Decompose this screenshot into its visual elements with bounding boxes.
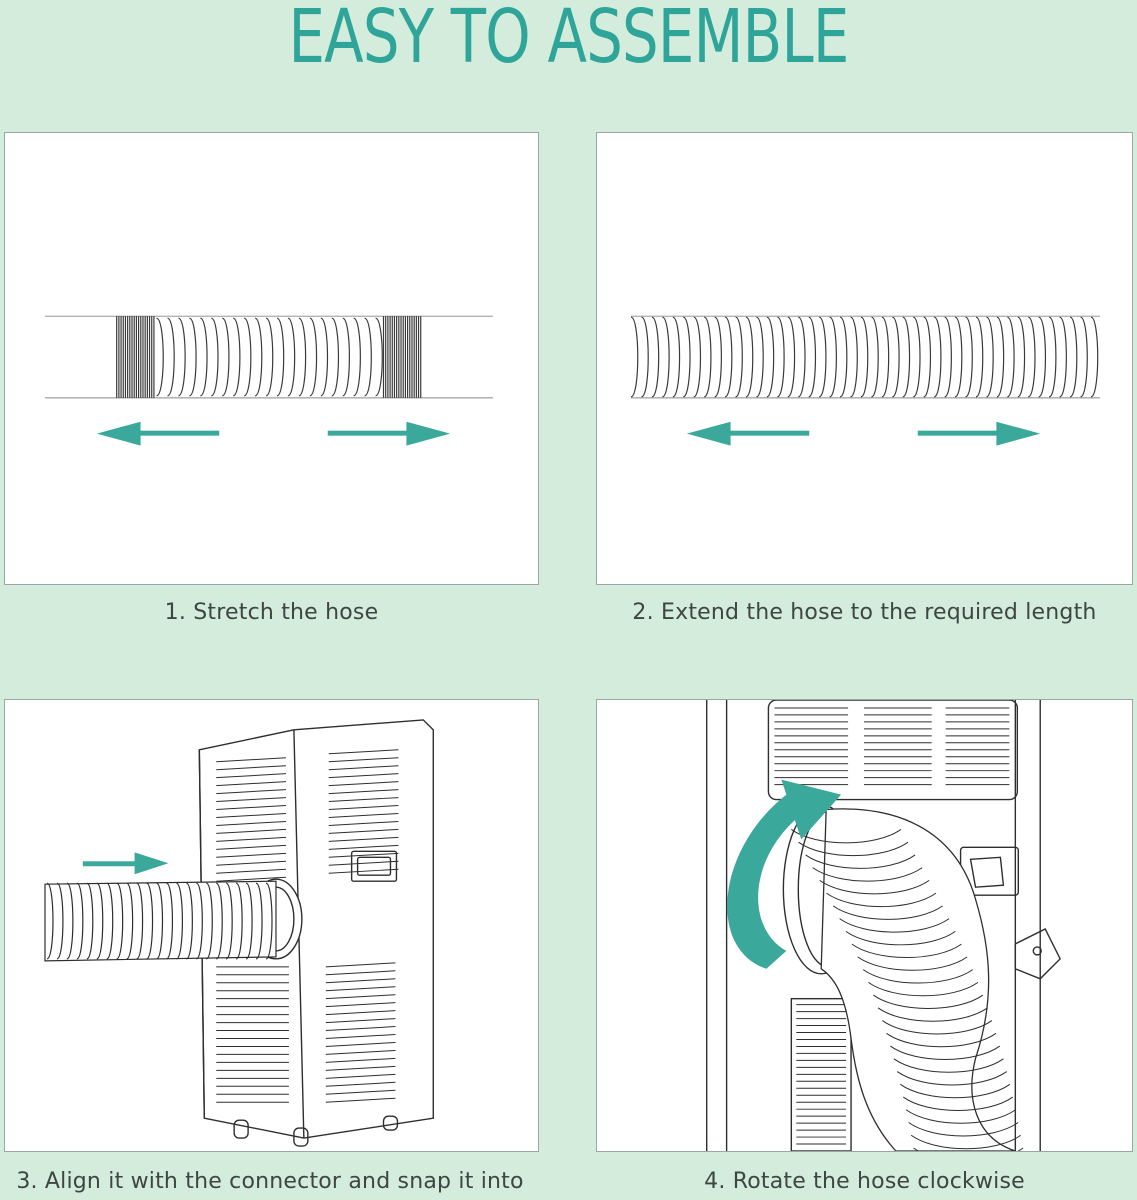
step-1-illustration — [4, 132, 539, 585]
right-arrow-icon — [917, 421, 1041, 446]
air-conditioner-connect-drawing — [44, 719, 434, 1147]
extended-hose-drawing — [630, 315, 1100, 446]
right-arrow-icon — [82, 852, 169, 875]
page-title: EASY TO ASSEMBLE — [288, 0, 849, 80]
step-3-caption: 3. Align it with the connector and snap … — [16, 1169, 524, 1194]
left-arrow-icon — [686, 421, 810, 446]
step-2-caption: 2. Extend the hose to the required lengt… — [632, 600, 1097, 625]
clockwise-arrow-icon — [727, 779, 842, 969]
right-arrow-icon — [327, 421, 451, 446]
step-2-illustration — [596, 132, 1133, 585]
stretch-hose-drawing — [45, 315, 494, 446]
rotate-hose-drawing — [706, 700, 1061, 1151]
step-4-illustration — [596, 699, 1133, 1152]
step-4-caption: 4. Rotate the hose clockwise — [704, 1169, 1025, 1194]
left-arrow-icon — [96, 421, 220, 446]
step-3-illustration — [4, 699, 539, 1152]
step-1-caption: 1. Stretch the hose — [164, 600, 379, 625]
